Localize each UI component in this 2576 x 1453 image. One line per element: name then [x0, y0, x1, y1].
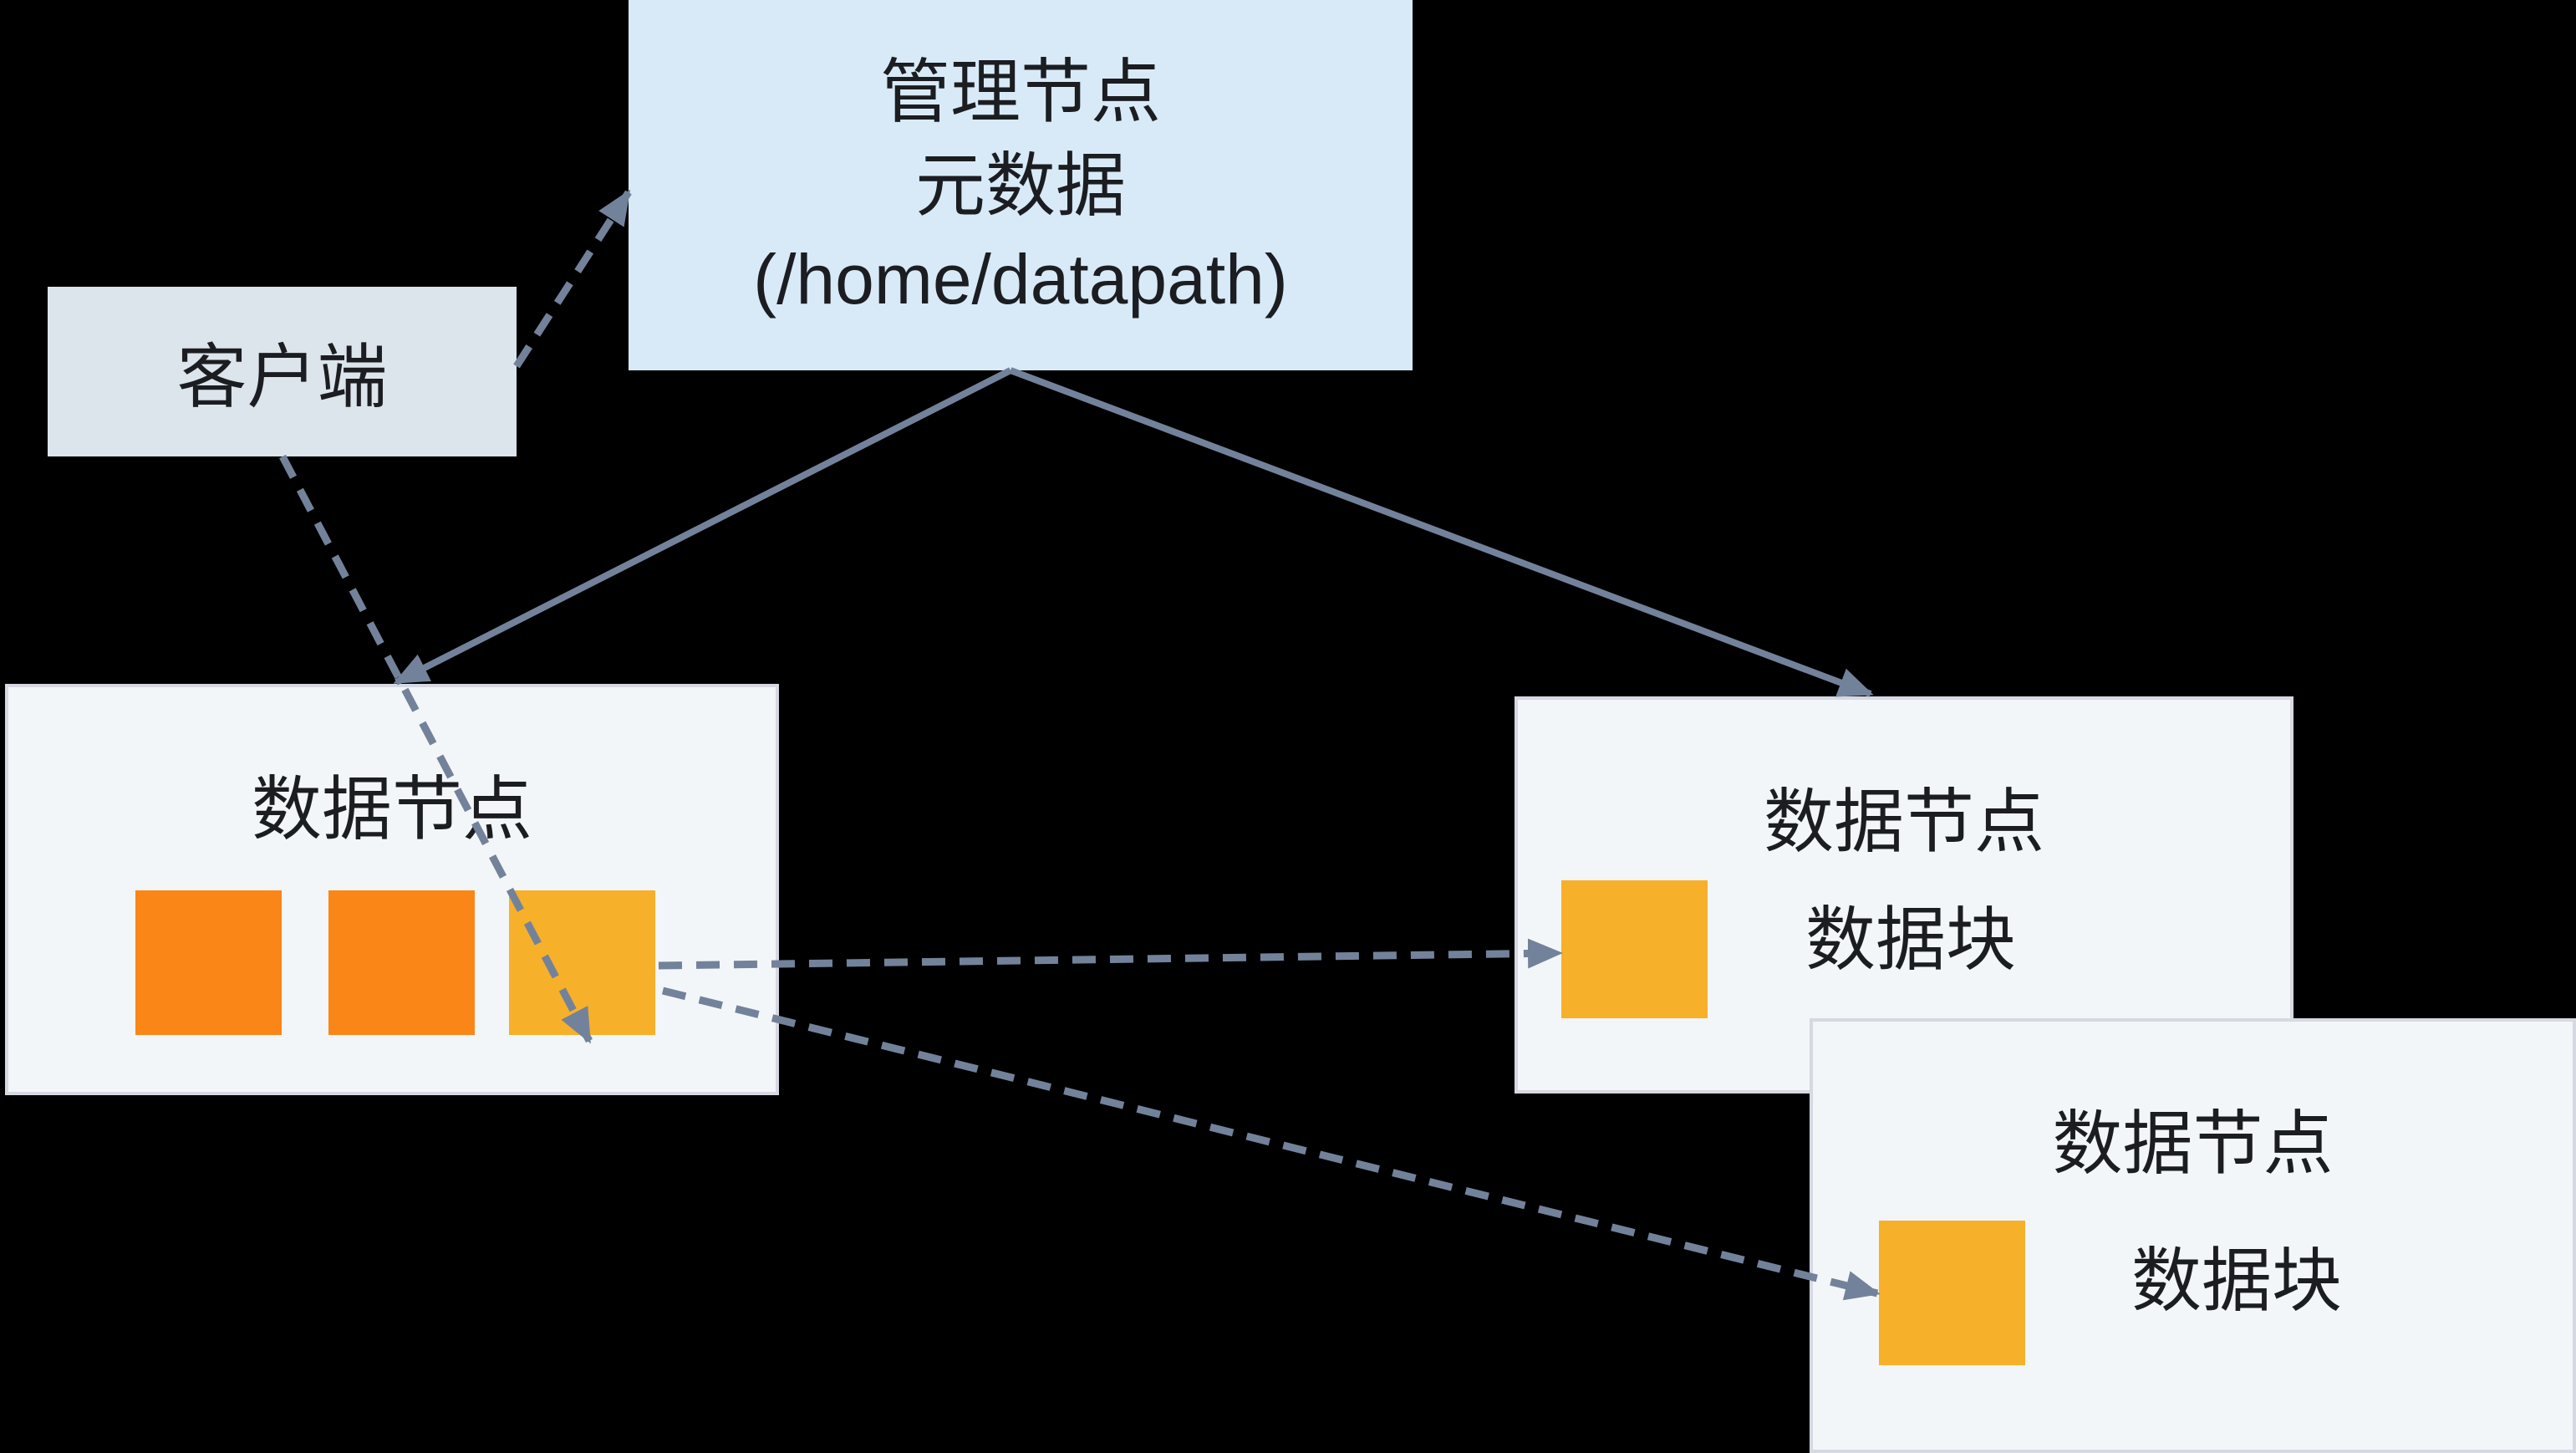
datanode-bottom-right: 数据节点 数据块 — [1810, 1018, 2576, 1453]
edge-manager-to-right-datanode — [1009, 367, 1874, 697]
datanode-left-title: 数据节点 — [251, 770, 532, 849]
datanode-bottom-right-block-label: 数据块 — [2131, 1241, 2343, 1320]
edge-block-to-right-datanode-block — [658, 938, 1563, 970]
datanode-bottom-right-title: 数据节点 — [2052, 1104, 2334, 1183]
datanode-right-title: 数据节点 — [1763, 783, 2044, 861]
manager-node-datapath-label: (/home/datapath) — [753, 239, 1288, 319]
data-block-1 — [135, 890, 282, 1035]
manager-node: 管理节点 元数据 (/home/datapath) — [629, 0, 1413, 370]
diagram-canvas: { "diagram": { "background": "#000000", … — [5, 0, 2576, 1453]
client-node-label: 客户端 — [176, 338, 388, 416]
datanode-right-block — [1561, 880, 1708, 1018]
edge-client-to-manager — [513, 189, 632, 369]
datanode-left: 数据节点 — [5, 684, 779, 1095]
manager-node-title: 管理节点 — [879, 52, 1161, 131]
datanode-bottom-right-block — [1879, 1221, 2025, 1365]
manager-node-metadata-label: 元数据 — [914, 145, 1126, 225]
client-node: 客户端 — [48, 287, 517, 456]
data-block-2 — [328, 890, 475, 1035]
datanode-right-block-label: 数据块 — [1805, 900, 2017, 979]
data-block-3 — [509, 890, 655, 1035]
